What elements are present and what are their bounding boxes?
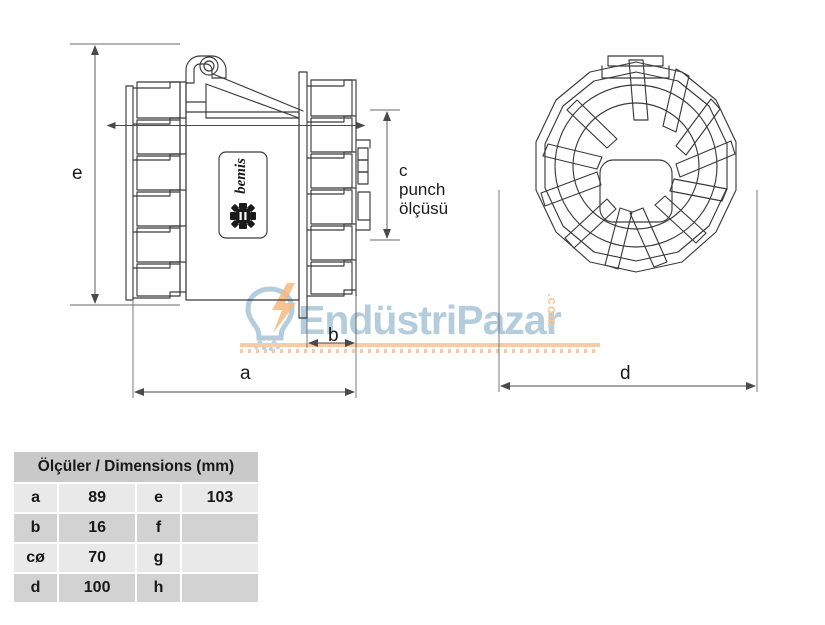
dimension-label-b: b [328, 325, 339, 346]
table-body: a 89 e 103 b 16 f cø 70 g [14, 484, 258, 602]
table-cell-value: 100 [59, 574, 136, 602]
table-cell-key: cø [14, 544, 58, 572]
table-cell-value [181, 574, 258, 602]
table-cell-key: g [137, 544, 180, 572]
dimension-label-c-line1: c [399, 161, 408, 180]
table-cell-key: d [14, 574, 58, 602]
table-cell-key: f [137, 514, 180, 542]
dimension-label-c-line2: punch [399, 180, 446, 200]
dimension-label-c-punch: c punch ölçüsü [399, 161, 448, 218]
dimension-label-d: d [620, 363, 631, 384]
bemis-flower-icon [230, 203, 256, 229]
table-row: d 100 h [14, 574, 258, 602]
side-view-geometry [125, 55, 371, 319]
dimensions-table: Ölçüler / Dimensions (mm) a 89 e 103 b 1… [12, 450, 260, 604]
table-cell-value: 89 [59, 484, 136, 512]
front-view-geometry [535, 55, 737, 273]
table-cell-value: 103 [181, 484, 258, 512]
table-row: b 16 f [14, 514, 258, 542]
dimension-lines [70, 43, 758, 398]
table-cell-key: e [137, 484, 180, 512]
table-cell-value [181, 514, 258, 542]
table-cell-value: 70 [59, 544, 136, 572]
table-header-row: Ölçüler / Dimensions (mm) [14, 452, 258, 482]
table-row: cø 70 g [14, 544, 258, 572]
table-cell-value [181, 544, 258, 572]
table-cell-key: h [137, 574, 180, 602]
table-cell-value: 16 [59, 514, 136, 542]
dimension-label-e: e [72, 163, 83, 184]
table-row: a 89 e 103 [14, 484, 258, 512]
table-header-title: Ölçüler / Dimensions (mm) [14, 452, 258, 482]
table-cell-key: b [14, 514, 58, 542]
table-cell-key: a [14, 484, 58, 512]
dimension-label-c-line3: ölçüsü [399, 199, 449, 219]
dimensions-table-grid: Ölçüler / Dimensions (mm) a 89 e 103 b 1… [12, 450, 260, 604]
dimension-label-a: a [240, 363, 251, 384]
bemis-brand-plate: bemis [219, 152, 267, 238]
